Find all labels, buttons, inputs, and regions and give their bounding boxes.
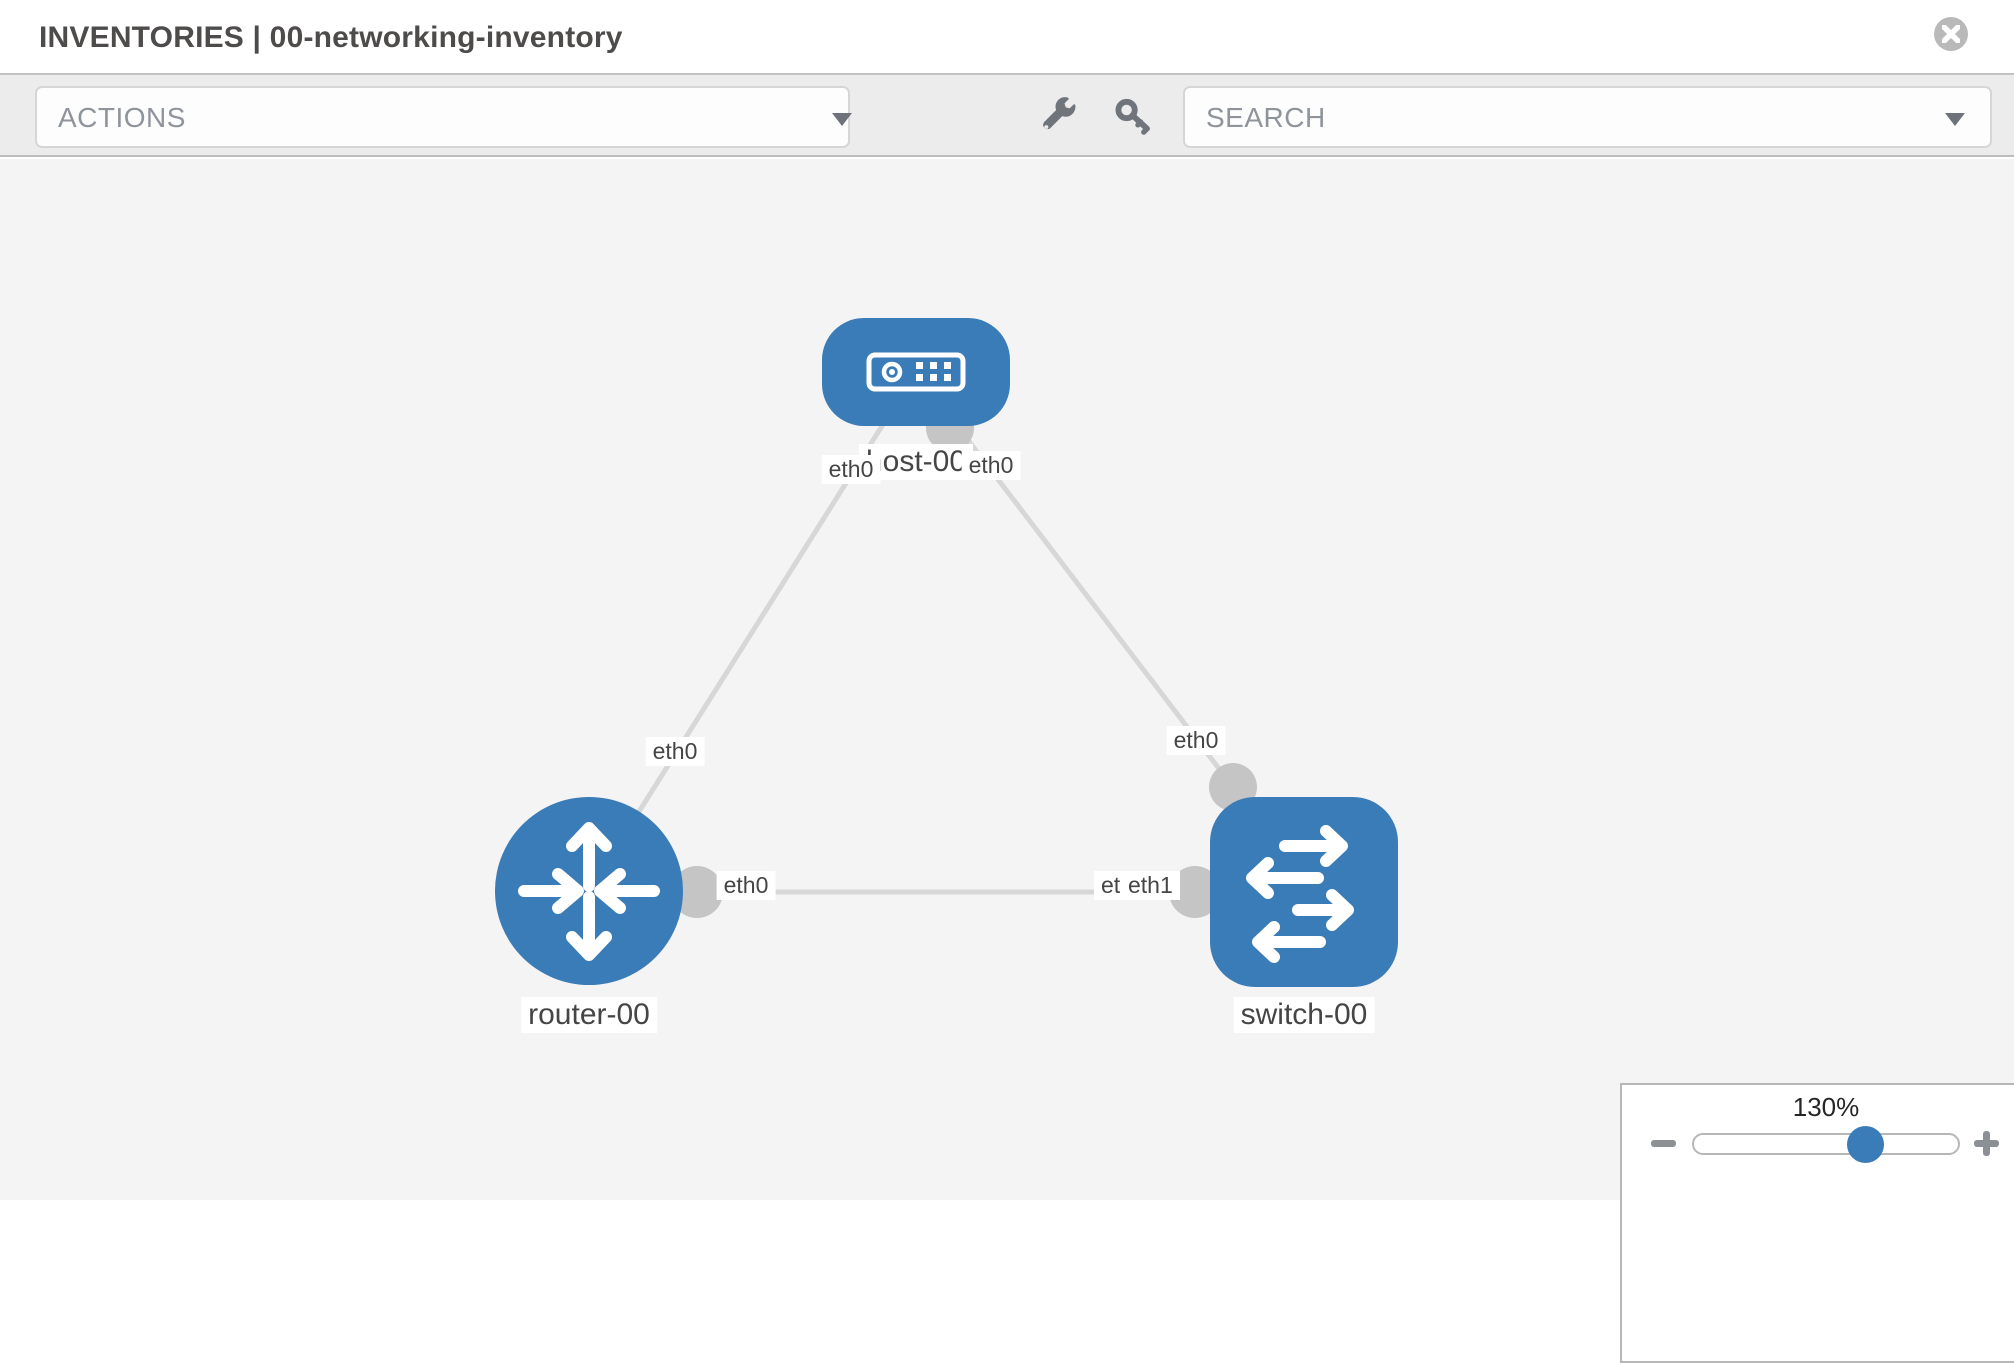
topology-svg [495,318,1398,987]
iface-label-router-eth0-top: eth0 [645,737,705,766]
interface-connector-router[interactable] [671,866,723,918]
switch-icon [1246,825,1354,963]
close-button[interactable] [1934,17,1968,51]
search-dropdown[interactable]: SEARCH [1183,86,1992,148]
topology-canvas[interactable]: host-00 router-00 switch-00 eth0 eth0 et… [0,159,2014,1363]
iface-label-host-eth0-left: eth0 [821,455,881,484]
router-icon [518,822,660,961]
page-title: INVENTORIES | 00-networking-inventory [39,21,623,54]
zoom-control-panel: 130% [1620,1083,2014,1363]
toolbar: ACTIONS SEARCH [0,73,2014,157]
iface-label-switch-eth1: eth1 [1121,871,1180,900]
actions-dropdown-label: ACTIONS [58,102,186,133]
node-router[interactable] [495,797,683,985]
zoom-in-icon[interactable] [1974,1131,1999,1156]
key-icon[interactable] [1112,96,1154,143]
zoom-slider-track[interactable] [1692,1133,1960,1155]
wrench-icon[interactable] [1040,97,1078,140]
node-label-router: router-00 [521,997,657,1033]
node-label-switch: switch-00 [1233,997,1375,1033]
chevron-down-icon [832,113,852,126]
actions-dropdown[interactable]: ACTIONS [35,86,852,148]
host-icon [866,352,966,392]
iface-label-host-eth0-right: eth0 [961,451,1021,480]
panel-header: INVENTORIES | 00-networking-inventory [0,0,2014,73]
search-dropdown-label: SEARCH [1206,102,1326,133]
zoom-level-value: 130% [1792,1092,1860,1122]
chevron-down-icon [1945,113,1965,126]
node-switch[interactable] [1210,797,1398,987]
iface-label-router-eth0-link: eth0 [716,871,776,900]
interface-connector-switch-left[interactable] [1169,866,1221,918]
zoom-slider-thumb[interactable] [1847,1126,1884,1163]
zoom-out-icon[interactable] [1651,1140,1676,1147]
node-host[interactable] [822,318,1010,426]
iface-label-switch-eth0-top: eth0 [1166,726,1226,755]
